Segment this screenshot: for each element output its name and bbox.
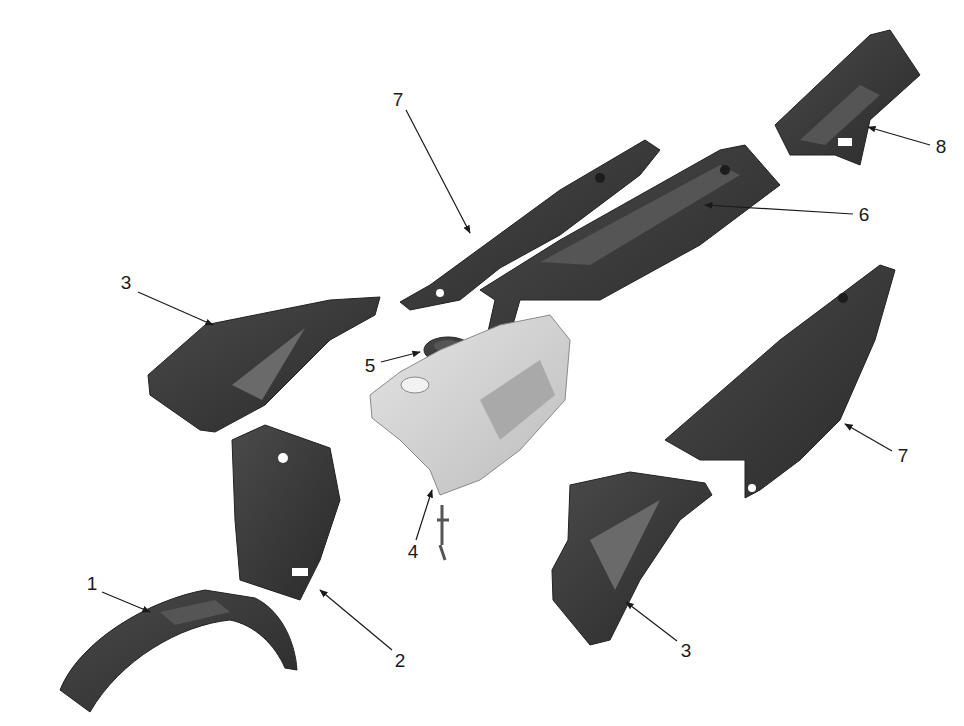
panel-hole [436,289,444,297]
side-panel [665,265,895,498]
number-plate [232,425,340,600]
callout-number: 6 [857,205,872,225]
callout-number: 4 [406,542,421,562]
leader-line [868,127,930,145]
callout-number: 8 [934,137,949,157]
cover-hole [720,165,730,175]
rear-fender [775,30,920,165]
panel-hole [748,484,756,492]
callout-number: 3 [679,641,694,661]
callout-number: 2 [393,651,408,671]
plate-slot [292,568,308,576]
shroud-cutout [232,328,305,400]
fuel-petcock [437,505,449,560]
leader-line [705,205,853,214]
leader-line [845,424,892,451]
radiator-shroud [148,297,380,432]
radiator-shroud [552,472,712,645]
leader-line [626,602,677,641]
callout-number: 7 [896,446,911,466]
leader-line [406,110,470,233]
callout-number: 1 [85,574,100,594]
plate-hole [278,453,288,463]
fender-detail [800,85,880,145]
panel-hole [595,173,605,183]
panel-hole [838,293,848,303]
leader-line [138,292,213,325]
callout-number: 5 [363,356,378,376]
leader-line [320,590,392,650]
front-fender [60,590,297,712]
tank-detail [480,360,555,440]
leader-line [416,490,432,540]
shroud-cutout [590,500,660,590]
callout-number: 3 [119,273,134,293]
side-panel [400,140,660,310]
leader-line [102,592,150,612]
fuel-tank [370,315,570,495]
tank-neck [401,377,429,393]
callout-number: 7 [391,90,406,110]
fender-hole [838,138,852,146]
fender-detail [160,600,230,625]
leader-line [381,352,420,362]
